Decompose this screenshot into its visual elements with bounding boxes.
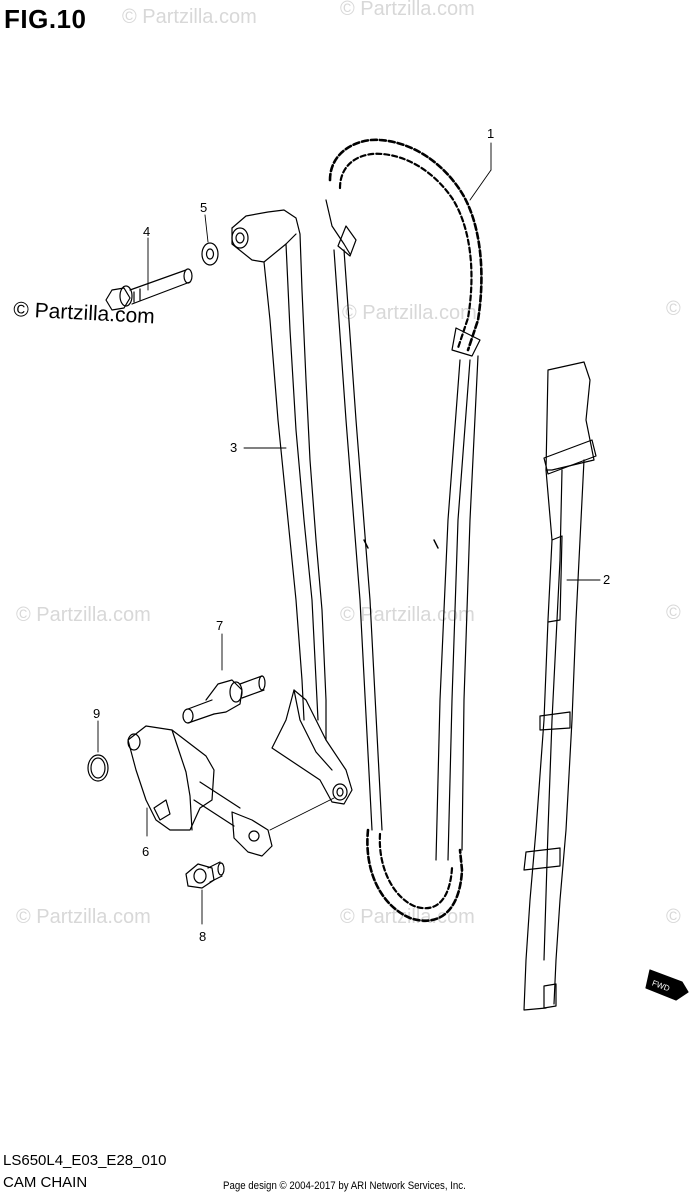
watermark: © Partzilla.com	[16, 604, 151, 626]
callout-9: 9	[93, 706, 101, 721]
tensioner-body-part-6	[127, 725, 335, 857]
callout-5: 5	[200, 200, 208, 215]
watermark: © Partzilla.com	[340, 0, 475, 20]
leader-line-5	[204, 214, 209, 243]
pin-part-7	[182, 675, 266, 724]
diagram-code: LS650L4_E03_E28_010	[3, 1152, 167, 1169]
callout-6: 6	[142, 844, 150, 859]
leader-line-1b	[469, 169, 492, 201]
callout-1: 1	[487, 126, 495, 141]
fwd-arrow-icon: FWD	[645, 969, 689, 1001]
callout-3: 3	[230, 440, 238, 455]
watermark: © Partzilla.com	[16, 906, 151, 928]
chain-guide-part-2	[523, 361, 597, 1011]
bolt-part-8	[185, 861, 225, 889]
page-footer: Page design © 2004-2017 by ARI Network S…	[223, 1180, 466, 1192]
figure-title: FIG.10	[4, 4, 87, 34]
diagram-name: CAM CHAIN	[3, 1174, 88, 1191]
callout-8: 8	[199, 929, 207, 944]
leader-lines	[97, 142, 601, 925]
watermark: © Partzilla.com	[342, 302, 477, 324]
circlip-part-9	[87, 754, 109, 782]
callout-2: 2	[603, 572, 611, 587]
bolt-part-4	[105, 268, 193, 311]
watermark: © Partzilla.com	[340, 604, 475, 626]
cam-chain-part-1	[325, 138, 483, 922]
callout-7: 7	[216, 618, 224, 633]
callout-4: 4	[143, 224, 151, 239]
watermark-icon: ©	[666, 906, 681, 928]
watermark: © Partzilla.com	[122, 6, 257, 28]
washer-part-5	[201, 242, 219, 266]
watermark-icon: ©	[666, 602, 681, 624]
chain-guide-tensioner-part-3	[231, 209, 353, 805]
watermark-icon: ©	[666, 298, 681, 320]
